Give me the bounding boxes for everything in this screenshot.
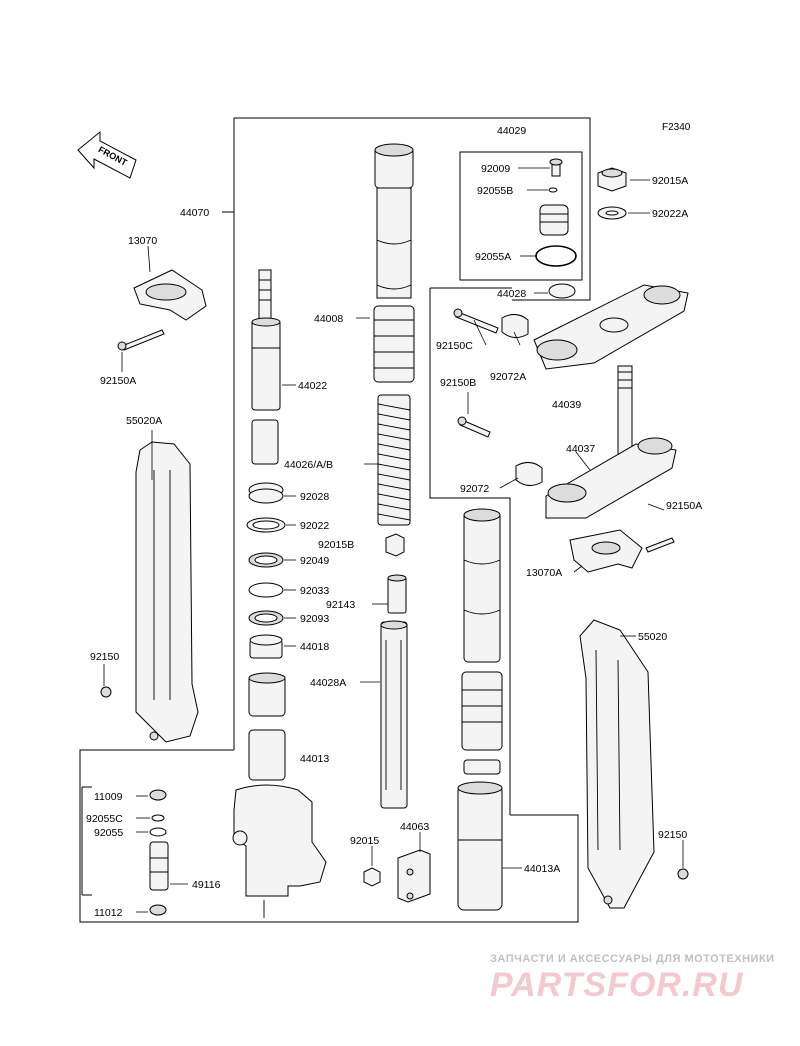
axle-holder-44063 (397, 849, 431, 903)
label-92033: 92033 (300, 585, 329, 597)
nut-92015 (363, 867, 381, 887)
label-44063: 44063 (400, 821, 429, 833)
collar-44028 (548, 283, 576, 299)
washer-92022A (597, 206, 627, 220)
watermark-brand: PARTSFOR.RU (490, 966, 744, 1004)
label-92150-right: 92150 (658, 829, 687, 841)
watermark: ЗАПЧАСТИ И АКСЕССУАРЫ ДЛЯ МОТОТЕХНИКИ PA… (490, 953, 775, 1004)
bolt-92150C (453, 308, 499, 334)
label-92015B: 92015B (318, 539, 354, 551)
stem-44037 (545, 365, 677, 519)
label-11009: 11009 (94, 791, 123, 803)
label-92055: 92055 (94, 827, 123, 839)
label-44013A: 44013A (524, 863, 560, 875)
outer-tube-44013A (457, 781, 503, 911)
fork-guard-55020 (579, 619, 655, 909)
leader-lines (103, 167, 684, 913)
label-44018: 44018 (300, 641, 329, 653)
nut-92015B (385, 533, 405, 557)
label-44029: 44029 (497, 125, 526, 137)
upper-clamp (533, 284, 689, 370)
figure-code: F2340 (662, 122, 691, 133)
inner-tube-44008 (373, 143, 415, 383)
label-44008: 44008 (314, 313, 343, 325)
front-arrow-icon: FRONT (77, 130, 137, 179)
label-44013: 44013 (300, 753, 329, 765)
fork-guard-55020A (135, 441, 199, 743)
bracket-13070A (569, 529, 675, 573)
label-92072A: 92072A (490, 371, 526, 383)
damper-rod-44022 (251, 269, 281, 465)
label-92009: 92009 (481, 163, 510, 175)
bolt-92150-left (100, 686, 112, 698)
label-44028A: 44028A (310, 677, 346, 689)
label-92143: 92143 (326, 599, 355, 611)
label-55020: 55020 (638, 631, 667, 643)
cap-44029 (535, 158, 577, 267)
spacer-44028A (380, 620, 408, 809)
label-92072: 92072 (460, 483, 489, 495)
label-92022: 92022 (300, 520, 329, 532)
collar-92143 (387, 574, 407, 614)
label-49116: 49116 (192, 879, 221, 891)
label-92055C: 92055C (86, 813, 123, 825)
label-92028: 92028 (300, 491, 329, 503)
label-92049: 92049 (300, 555, 329, 567)
label-92015A: 92015A (652, 175, 688, 187)
clamp-92072 (515, 462, 543, 486)
label-13070A: 13070A (526, 567, 562, 579)
part-labels: 44029 92009 92055B 92055A 44028 92015A 9… (86, 125, 702, 919)
seal-stack (246, 482, 286, 659)
label-55020A: 55020A (126, 415, 162, 427)
bracket-13070 (117, 269, 207, 351)
label-44022: 44022 (298, 380, 327, 392)
clamp-92072A (501, 314, 529, 338)
label-92150-left: 92150 (90, 651, 119, 663)
label-92093: 92093 (300, 613, 329, 625)
damper-49116 (149, 789, 169, 916)
label-44037: 44037 (566, 443, 595, 455)
label-11012: 11012 (94, 907, 123, 919)
label-92015: 92015 (350, 835, 379, 847)
label-44026: 44026/A/B (284, 459, 333, 471)
spring-44026 (377, 394, 411, 526)
label-92055B: 92055B (477, 185, 513, 197)
assembly-frames (79, 117, 591, 923)
label-44039: 44039 (552, 399, 581, 411)
bolt-92150-right (677, 868, 689, 880)
label-92150B: 92150B (440, 377, 476, 389)
label-92150A-right: 92150A (666, 500, 702, 512)
label-92055A: 92055A (475, 251, 511, 263)
label-44028: 44028 (497, 288, 526, 300)
inner-tube-right (461, 508, 503, 775)
label-44070: 44070 (180, 207, 209, 219)
watermark-tagline: ЗАПЧАСТИ И АКСЕССУАРЫ ДЛЯ МОТОТЕХНИКИ (490, 953, 775, 965)
bolt-92150B (457, 416, 491, 438)
nut-92015A (597, 167, 627, 192)
label-92150C: 92150C (436, 340, 473, 352)
label-92150A-left: 92150A (100, 375, 136, 387)
label-92022A: 92022A (652, 208, 688, 220)
outer-tube-44013 (232, 672, 327, 918)
label-13070: 13070 (128, 235, 157, 247)
